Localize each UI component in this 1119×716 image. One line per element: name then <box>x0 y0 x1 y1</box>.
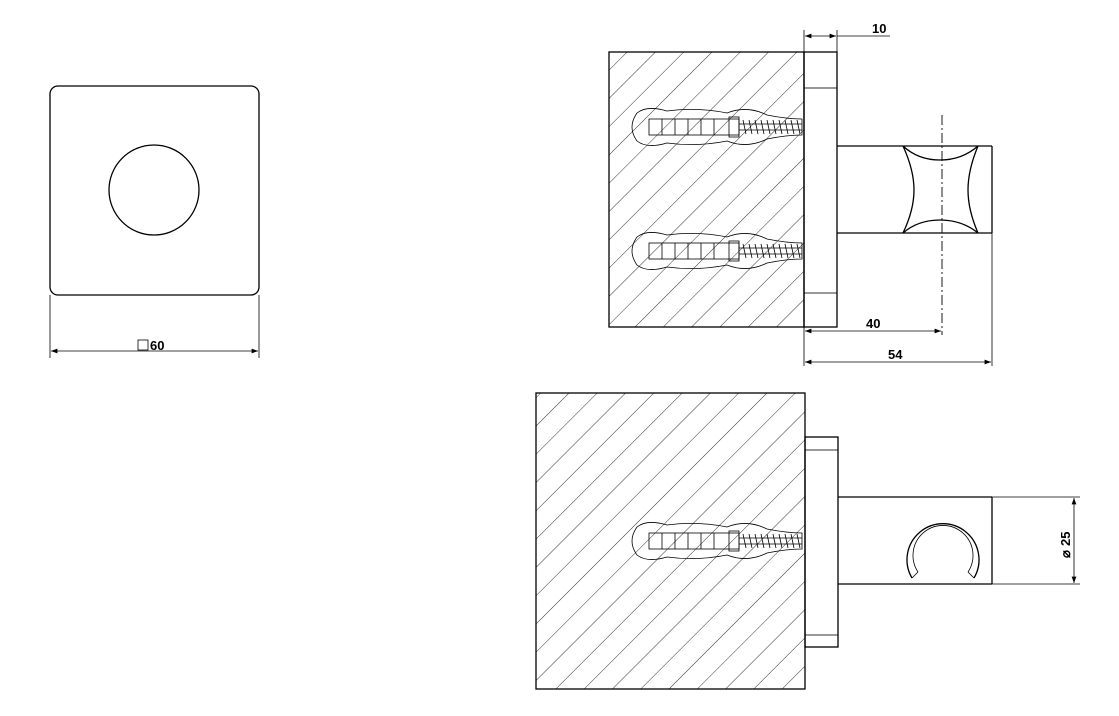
front-view: 60 <box>49 85 260 358</box>
wall-plate-lower <box>804 436 839 648</box>
side-view-top: 10 40 54 <box>608 21 993 366</box>
hose-holder-profile <box>902 145 979 234</box>
round-boss <box>108 144 200 236</box>
wall-section <box>608 51 805 328</box>
side-view-bottom: ⌀ 25 <box>535 392 1080 690</box>
wall-plate <box>803 51 838 328</box>
hose-ring-inner <box>912 525 974 573</box>
square-symbol-icon <box>137 339 149 351</box>
dim-square-60: 60 <box>150 338 164 353</box>
dim-plate-thickness: 10 <box>872 21 886 36</box>
wall-section-lower <box>535 392 806 690</box>
diameter-symbol-icon: ⌀ <box>1058 550 1073 558</box>
square-plate <box>49 85 260 296</box>
hose-ring-outer <box>906 523 980 579</box>
dim-diameter: 25 <box>1058 532 1073 546</box>
dim-axis-offset: 40 <box>866 316 880 331</box>
dim-total-depth: 54 <box>888 347 903 362</box>
